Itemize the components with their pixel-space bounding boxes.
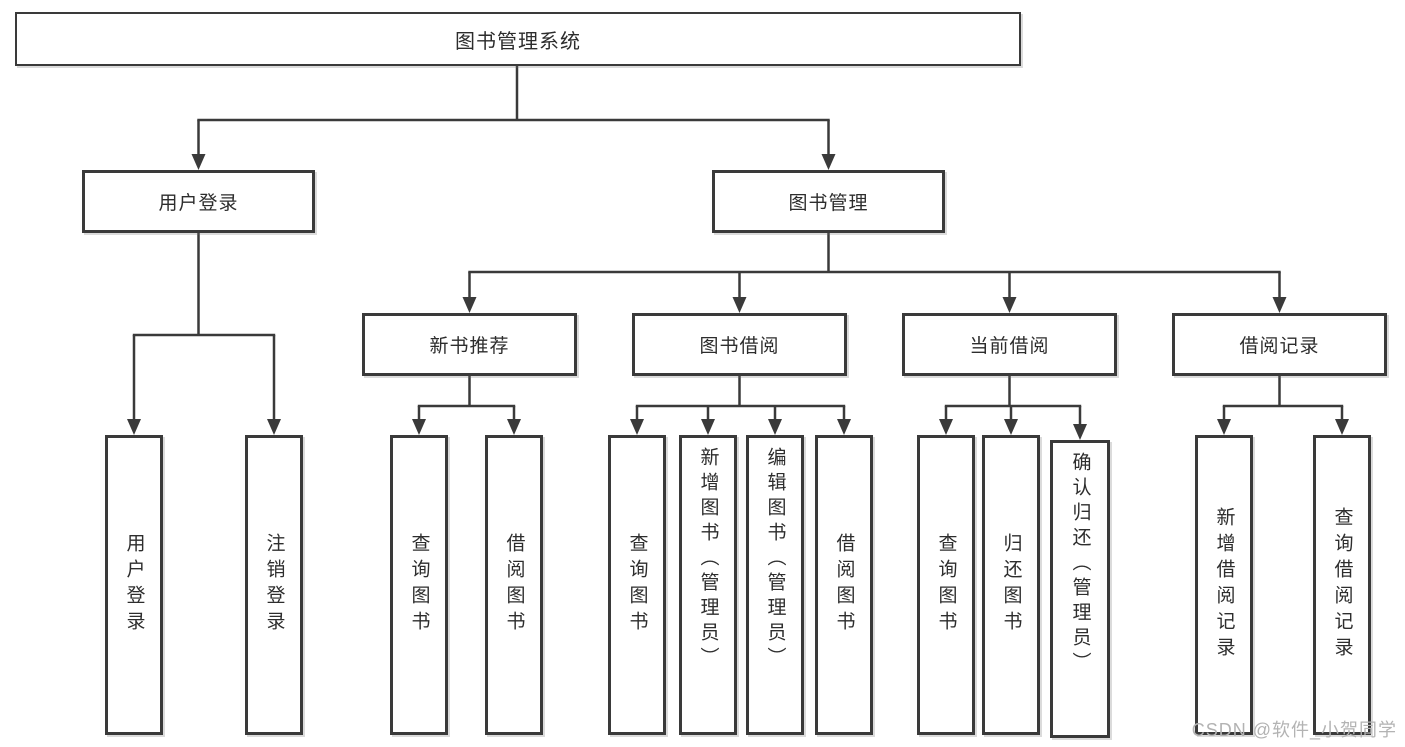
node-borrow-records: 借阅记录: [1172, 313, 1387, 376]
node-label: 归还图书: [1000, 533, 1022, 637]
leaf-add-borrow-record: 新增借阅记录: [1195, 435, 1253, 735]
node-book-management: 图书管理: [712, 170, 945, 233]
arrow-down-icon: [1002, 297, 1017, 313]
arrow-down-icon: [127, 419, 141, 435]
arrow-down-icon: [1004, 419, 1018, 435]
leaf-query-books-borrow: 查询图书: [608, 435, 666, 735]
node-label: 查询图书: [408, 533, 430, 637]
arrow-down-icon: [1335, 419, 1349, 435]
arrow-down-icon: [267, 419, 281, 435]
leaf-query-borrow-record: 查询借阅记录: [1313, 435, 1371, 735]
arrow-down-icon: [1272, 297, 1287, 313]
node-label: 图书管理: [788, 193, 869, 214]
node-label: 注销登录: [263, 533, 285, 637]
leaf-edit-book-admin: 编辑图书（管理员）: [746, 435, 804, 735]
node-label: 当前借阅: [969, 336, 1050, 357]
node-label: 新增借阅记录: [1213, 507, 1235, 663]
node-label: 新书推荐: [429, 336, 510, 357]
arrow-down-icon: [507, 419, 521, 435]
arrow-down-icon: [837, 419, 851, 435]
arrow-down-icon: [732, 297, 747, 313]
node-user-login: 用户登录: [82, 170, 315, 233]
arrow-down-icon: [1217, 419, 1231, 435]
arrowheads: [127, 154, 1349, 440]
leaf-return-books: 归还图书: [982, 435, 1040, 735]
node-label: 查询图书: [935, 533, 957, 637]
node-book-borrow: 图书借阅: [632, 313, 847, 376]
leaf-logout: 注销登录: [245, 435, 303, 735]
leaf-query-books-current: 查询图书: [917, 435, 975, 735]
leaf-confirm-return-admin: 确认归还（管理员）: [1050, 440, 1110, 738]
node-label: 借阅记录: [1239, 336, 1320, 357]
arrow-down-icon: [412, 419, 426, 435]
leaf-user-login: 用户登录: [105, 435, 163, 735]
node-current-borrow: 当前借阅: [902, 313, 1117, 376]
node-label: 借阅图书: [503, 533, 525, 637]
node-label: 编辑图书（管理员）: [764, 447, 786, 672]
arrow-down-icon: [701, 419, 715, 435]
node-library-system: 图书管理系统: [15, 12, 1021, 66]
node-label: 查询借阅记录: [1331, 507, 1353, 663]
node-label: 新增图书（管理员）: [697, 447, 719, 672]
node-label: 图书借阅: [699, 336, 780, 357]
arrow-down-icon: [630, 419, 644, 435]
arrow-down-icon: [1073, 424, 1087, 440]
node-label: 借阅图书: [833, 533, 855, 637]
leaf-add-book-admin: 新增图书（管理员）: [679, 435, 737, 735]
arrow-down-icon: [191, 154, 206, 170]
node-new-book-recommend: 新书推荐: [362, 313, 577, 376]
arrow-down-icon: [939, 419, 953, 435]
leaf-borrow-books: 借阅图书: [815, 435, 873, 735]
node-label: 用户登录: [158, 193, 239, 214]
arrow-down-icon: [462, 297, 477, 313]
node-label: 查询图书: [626, 533, 648, 637]
node-label: 用户登录: [123, 533, 145, 637]
leaf-query-books-recommend: 查询图书: [390, 435, 448, 735]
arrow-down-icon: [821, 154, 836, 170]
node-label: 确认归还（管理员）: [1069, 452, 1091, 677]
leaf-borrow-books-recommend: 借阅图书: [485, 435, 543, 735]
arrow-down-icon: [768, 419, 782, 435]
node-label: 图书管理系统: [455, 30, 581, 53]
